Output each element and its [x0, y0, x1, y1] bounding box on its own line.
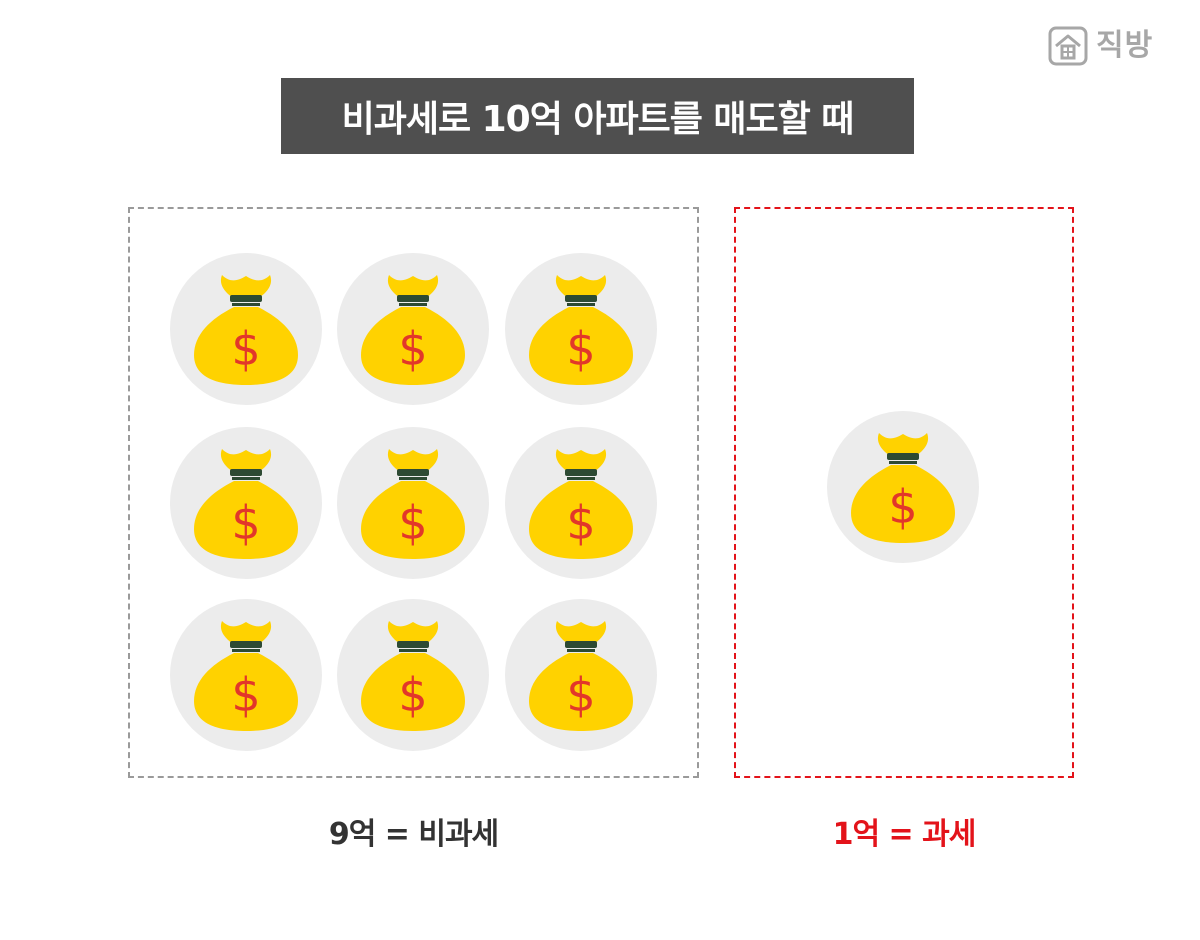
page-title: 비과세로 10억 아파트를 매도할 때 — [281, 78, 914, 154]
brand-name: 직방 — [1096, 28, 1154, 63]
svg-text:$: $ — [566, 322, 595, 376]
svg-text:$: $ — [231, 668, 260, 722]
svg-text:$: $ — [398, 496, 427, 550]
svg-text:$: $ — [566, 668, 595, 722]
money-bag-icon: $ — [505, 253, 657, 405]
svg-text:$: $ — [231, 496, 260, 550]
money-bag-icon: $ — [505, 599, 657, 751]
money-bag-icon: $ — [170, 599, 322, 751]
house-icon — [1048, 26, 1088, 66]
money-bag-icon: $ — [337, 253, 489, 405]
money-bag-icon: $ — [170, 253, 322, 405]
money-bag-icon: $ — [170, 427, 322, 579]
money-bag-icon: $ — [827, 411, 979, 563]
money-bag-icon: $ — [337, 599, 489, 751]
taxable-caption: 1억 = 과세 — [832, 817, 977, 852]
svg-text:$: $ — [398, 668, 427, 722]
svg-text:$: $ — [888, 480, 917, 534]
svg-text:$: $ — [566, 496, 595, 550]
taxable-panel — [734, 207, 1074, 778]
money-bag-icon: $ — [337, 427, 489, 579]
brand-logo: 직방 — [1048, 26, 1153, 66]
tax-free-panel — [128, 207, 699, 778]
svg-text:$: $ — [398, 322, 427, 376]
svg-text:$: $ — [231, 322, 260, 376]
tax-free-caption: 9억 = 비과세 — [328, 817, 499, 852]
money-bag-icon: $ — [505, 427, 657, 579]
